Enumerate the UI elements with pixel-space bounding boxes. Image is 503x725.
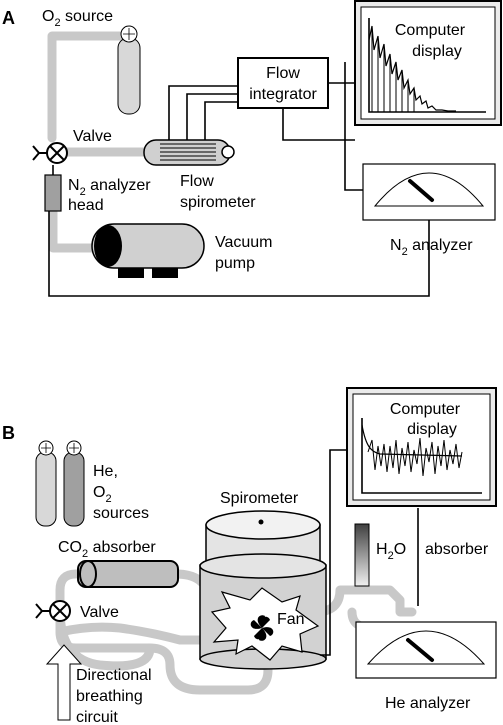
spirometer-wire-1 [168, 85, 238, 140]
he-o2-cylinders [35, 440, 85, 527]
computer-display-b-label-1: Computer [390, 401, 461, 418]
computer-display-b: Computer display [346, 387, 497, 507]
flow-spirometer-label-2: spirometer [180, 194, 256, 211]
computer-display-a-label-1: Computer [395, 22, 466, 39]
n2-analyzer-head-label-1: N2 analyzer [68, 177, 151, 198]
spirometer-wire-2 [186, 93, 238, 140]
h2o-absorber-label: H2O [376, 541, 406, 562]
flow-spirometer [143, 139, 235, 166]
he-sources-label-2: O2 [93, 484, 112, 505]
n2-analyzer-head [44, 174, 62, 212]
panel-a: A O2 source Valve N2 analyzer head [2, 0, 502, 297]
panel-b: B He, O2 sources CO2 absorber Valve [2, 387, 497, 725]
circuit-label-2: breathing [76, 688, 143, 705]
flow-integrator-label-2: integrator [249, 86, 317, 103]
h2o-absorber [354, 523, 370, 587]
direction-arrow-icon [45, 644, 83, 721]
he-needle [406, 638, 434, 662]
he-analyzer-label: He analyzer [385, 695, 471, 712]
vacuum-pump [91, 223, 205, 278]
spirometer-bell [199, 510, 327, 670]
absorber-label: absorber [425, 541, 489, 558]
he-equilibration-curve [361, 424, 463, 457]
panel-a-label: A [2, 8, 15, 28]
circuit-label-3: circuit [76, 709, 118, 725]
valve-a-label: Valve [73, 128, 112, 145]
o2-supply-tube [47, 31, 125, 143]
he-noise-trace [367, 437, 463, 477]
panel-b-label: B [2, 423, 15, 443]
n2-needle [408, 179, 434, 202]
circuit-return-tube [55, 605, 155, 671]
o2-source-label: O2 source [42, 8, 113, 29]
washout-trace-a [368, 25, 456, 112]
co2-absorber-label: CO2 absorber [58, 539, 156, 560]
fan-label: Fan [277, 611, 305, 628]
spirometer-label: Spirometer [220, 490, 299, 507]
fan-icon [250, 615, 274, 641]
spirometer-to-display-wire [320, 449, 347, 656]
he-sources-label-3: sources [93, 505, 149, 522]
vacuum-pump-label-1: Vacuum [215, 234, 273, 251]
o2-source-cylinder [117, 25, 141, 115]
valve-a-icon [32, 142, 68, 164]
computer-display-b-label-2: display [407, 421, 457, 438]
vacuum-pump-label-2: pump [215, 255, 255, 272]
computer-display-a: Computer display [354, 0, 502, 126]
computer-display-a-label-2: display [412, 43, 462, 60]
n2-analyzer-head-label-2: head [68, 197, 104, 214]
valve-b-label: Valve [80, 604, 119, 621]
valve-b-icon [35, 600, 71, 622]
he-sources-label-1: He, [93, 463, 118, 480]
spirometer-wire-3 [204, 101, 238, 140]
co2-absorber [77, 560, 179, 588]
head-to-pump-tube [48, 207, 100, 253]
n2-analyzer-meter [362, 163, 496, 221]
he-analyzer-meter [355, 621, 497, 679]
n2-analyzer-label: N2 analyzer [390, 237, 473, 258]
integrator-to-display-wire-2 [282, 108, 355, 141]
flow-spirometer-label-1: Flow [180, 173, 214, 190]
head-to-analyzer-wire [48, 211, 430, 297]
display-to-analyzer-wire [344, 62, 363, 191]
circuit-label-1: Directional [76, 667, 152, 684]
flow-integrator-label-1: Flow [266, 65, 300, 82]
breathing-circuit-tube [55, 569, 417, 695]
